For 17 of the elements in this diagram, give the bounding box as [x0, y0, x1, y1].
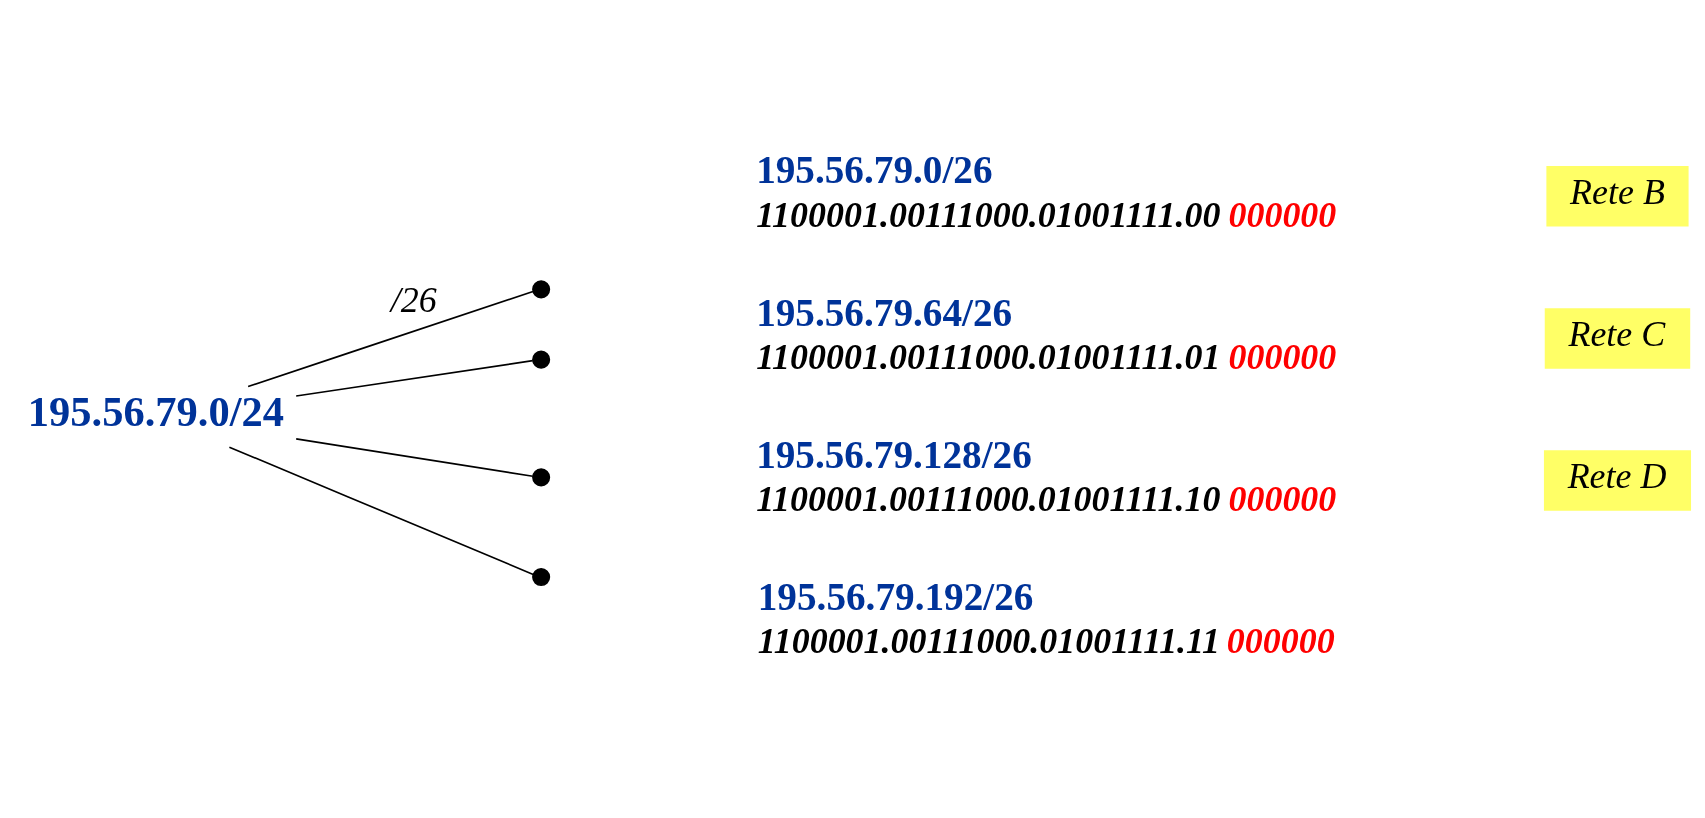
node-circle — [532, 567, 551, 586]
node-circle — [532, 350, 551, 369]
node-box: Rete C — [1544, 307, 1691, 369]
node-box: Rete D — [1543, 449, 1692, 511]
node-label: 195.56.79.64/26 — [756, 290, 1013, 334]
node-circle — [532, 467, 551, 486]
node-label: 195.56.79.192/26 — [757, 574, 1034, 618]
connector — [295, 437, 534, 477]
edge-label: /26 — [390, 279, 437, 320]
node-label: 195.56.79.0/26 — [756, 147, 993, 191]
connector — [247, 290, 534, 387]
node-box: Rete B — [1546, 165, 1689, 226]
node-label: 195.56.79.128/26 — [756, 432, 1032, 476]
node-circle — [532, 279, 551, 298]
connector — [228, 445, 534, 575]
node-text: 195.56.79.0/24 — [27, 387, 284, 435]
connector — [295, 359, 534, 397]
